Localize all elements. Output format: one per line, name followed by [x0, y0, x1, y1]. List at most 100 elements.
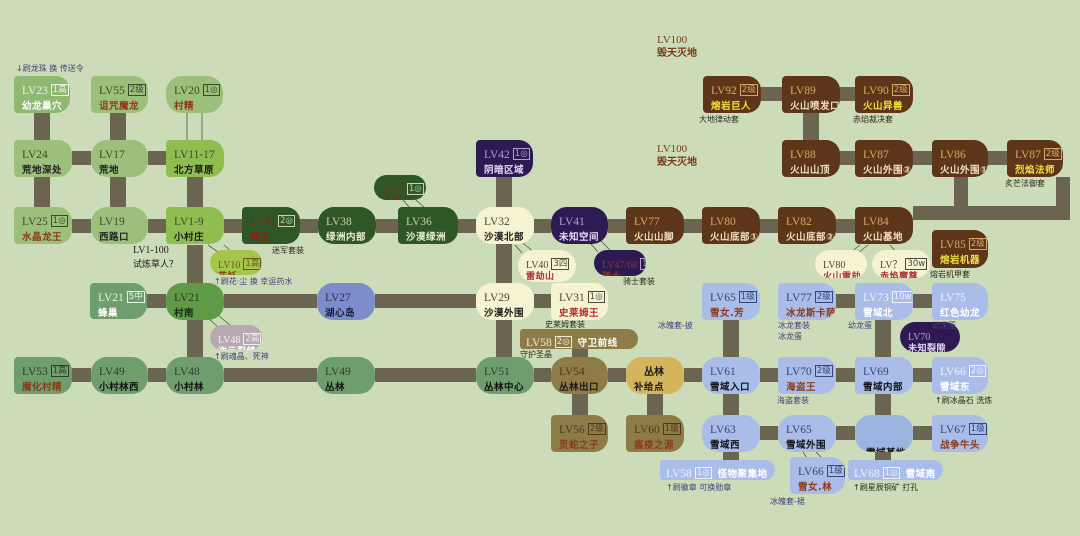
annotation-label: 大地律动套	[699, 115, 739, 124]
difficulty-badge-icon: 2◎	[968, 365, 986, 377]
node-name: 次元裂缝	[218, 347, 258, 350]
map-node-骑士[interactable]: LV47/681级骑士	[594, 250, 646, 276]
map-node-补给点[interactable]: 丛林补给点	[626, 357, 684, 394]
road-segment	[376, 219, 398, 233]
node-level: LV58	[526, 337, 552, 349]
node-level: LV19	[99, 216, 125, 228]
node-level: LV54	[559, 366, 585, 378]
difficulty-badge-icon: 2级	[587, 423, 606, 435]
node-name: 沙漠绿洲	[406, 232, 447, 243]
node-level: LV88	[790, 149, 816, 161]
difficulty-badge-icon: 5中	[126, 291, 145, 303]
annotation-label: 熔岩机甲套	[930, 270, 970, 279]
road-segment	[375, 368, 476, 382]
map-node-蝎王[interactable]: LV4?2◎蝎王	[242, 207, 300, 244]
node-name: 小村林	[174, 382, 205, 393]
node-level: LV4?	[382, 185, 404, 196]
map-node-沙虫王[interactable]: LV4?1◎沙虫王	[374, 175, 426, 200]
road-segment	[224, 294, 317, 308]
node-level: LV41	[559, 216, 585, 228]
road-segment	[110, 177, 126, 207]
node-level: LV70	[908, 332, 931, 343]
node-level: LV48	[174, 366, 200, 378]
node-name: 荒地深处	[22, 165, 63, 176]
node-level: LV80	[823, 260, 846, 271]
node-name: 沙漠北部	[484, 232, 525, 243]
node-level: LV47/68	[602, 260, 638, 271]
map-node-花妖[interactable]: LV101高花妖	[210, 250, 262, 275]
node-level: LV55	[99, 85, 125, 97]
map-node-雪域基地[interactable]: 雪域基地	[855, 415, 913, 452]
map-node-小村林[interactable]: LV48 小村林	[166, 357, 224, 394]
road-segment	[300, 219, 318, 233]
node-level: LV11-17	[174, 149, 215, 161]
difficulty-badge-icon: 1◎	[587, 291, 605, 303]
top-zone-2[interactable]: LV100 毁天灭地	[657, 142, 697, 170]
node-level: LV？	[880, 260, 903, 271]
annotation-label: 迷军套装	[272, 246, 304, 255]
top-zone-1[interactable]: LV100 毁天灭地	[657, 33, 697, 61]
map-node-次元裂缝[interactable]: LV482高次元裂缝	[210, 325, 262, 350]
trial-dummy[interactable]: LV1-100 试炼草人？	[133, 244, 178, 272]
road-segment	[836, 368, 855, 382]
road-segment	[110, 113, 126, 140]
